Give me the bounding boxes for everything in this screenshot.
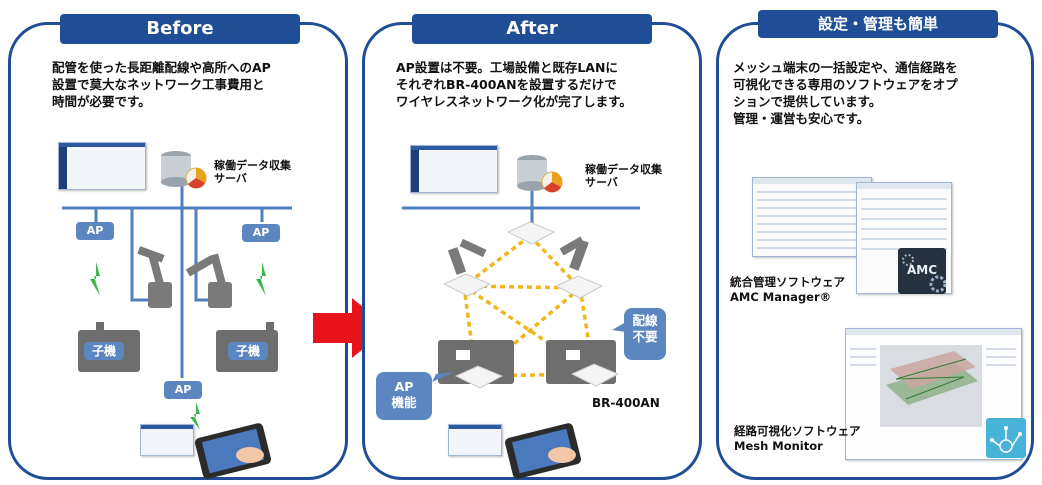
before-tablet-screen	[140, 424, 194, 456]
before-ap-right: AP	[242, 224, 280, 242]
before-panel	[8, 22, 348, 480]
before-description: 配管を使った長距離配線や高所へのAP 設置で莫大なネットワーク工事費用と 時間が…	[52, 60, 271, 109]
after-tablet-screen	[448, 424, 502, 456]
before-child-left: 子機	[84, 342, 124, 360]
before-ap-left: AP	[76, 222, 114, 240]
mesh-monitor-logo	[986, 418, 1026, 458]
before-server-label: 稼働データ収集サーバ	[214, 159, 291, 185]
before-dashboard-screen	[58, 142, 146, 190]
before-ap-bottom: AP	[164, 381, 202, 399]
after-description: AP設置は不要。工場設備と既存LANに それぞれBR-400ANを設置するだけで…	[396, 60, 632, 109]
callout-no-wiring: 配線不要	[624, 308, 666, 360]
amc-screenshot-back	[752, 177, 872, 257]
device-label: BR-400AN	[592, 396, 660, 410]
mesh-monitor-screenshot	[845, 328, 1022, 460]
before-child-right: 子機	[228, 342, 268, 360]
after-dashboard-screen	[410, 145, 498, 193]
after-server-label: 稼働データ収集サーバ	[585, 163, 662, 189]
management-description: メッシュ端末の一括設定や、通信経路を 可視化できる専用のソフトウェアをオプ ショ…	[733, 60, 958, 126]
management-title: 設定・管理も簡単	[758, 10, 998, 38]
after-title: After	[412, 14, 652, 44]
amc-logo: AMC	[898, 248, 946, 294]
before-title: Before	[60, 14, 300, 44]
